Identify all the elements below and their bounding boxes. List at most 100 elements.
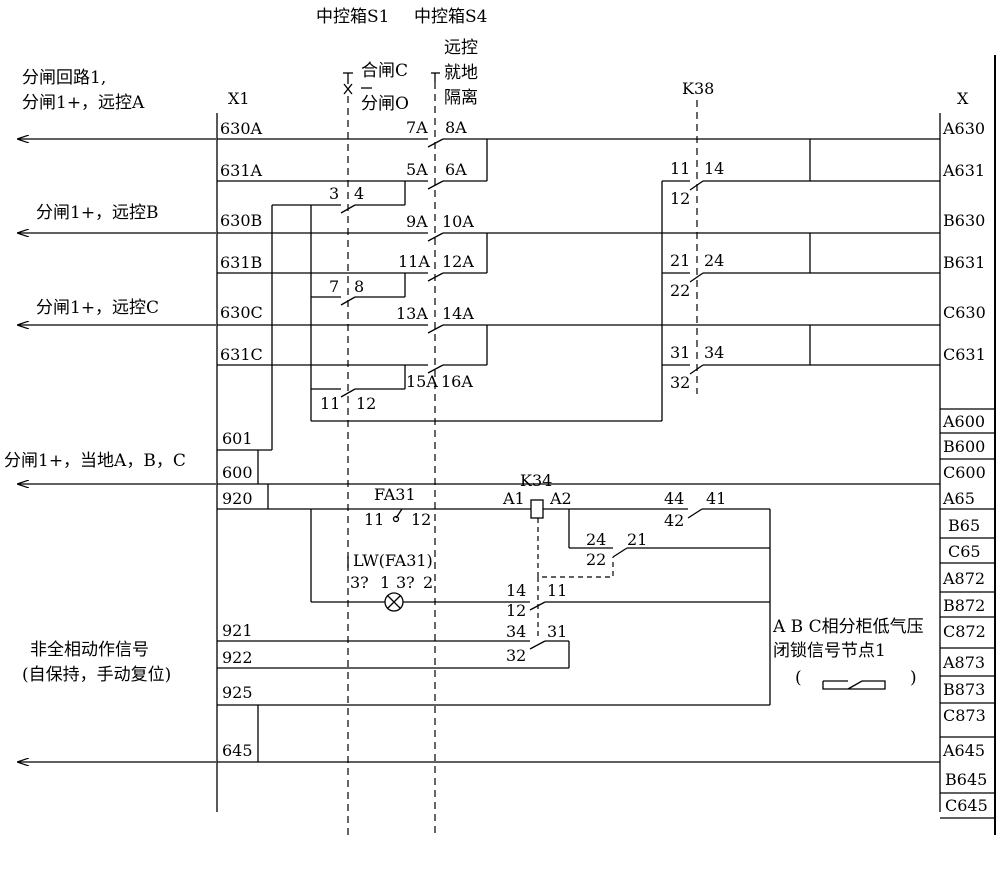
s4-contact-label: 6A	[445, 160, 467, 179]
x1-terminal: 631C	[220, 345, 263, 364]
x-terminal: B873	[943, 680, 985, 699]
k34-contact-label: 34	[506, 622, 526, 641]
s4-contact-label: 14A	[442, 304, 474, 323]
k34-contact-label: 21	[627, 530, 647, 549]
k38-contact-label: 11	[670, 159, 690, 178]
x-terminal: C630	[943, 303, 986, 322]
x1-terminal: 600	[222, 463, 253, 482]
x-terminal: A631	[942, 161, 985, 180]
pressure-note-open: (	[795, 668, 802, 688]
fa31-contact-label: 11	[364, 510, 384, 529]
k34-contact-label: 14	[506, 581, 526, 600]
k38-contact-label: 34	[704, 343, 724, 362]
s4-contact-label: 16A	[441, 372, 473, 391]
x-terminal: A645	[942, 741, 985, 760]
k34-label: K34	[520, 471, 552, 490]
s4-contact-label: 12A	[442, 252, 474, 271]
s4-contact-label: 5A	[406, 160, 428, 179]
s4-contact-label: 10A	[442, 212, 474, 231]
pressure-note: A B C相分柜低气压 闭锁信号节点1 ( )	[772, 617, 924, 688]
pressure-note-close: )	[910, 668, 917, 688]
x1-terminal: 631B	[220, 253, 262, 272]
x-label: X	[957, 89, 969, 108]
k38-contact-label: 22	[670, 281, 690, 300]
k34-contact-label: 44	[664, 489, 684, 508]
k38-contact-label: 31	[670, 343, 690, 362]
x1-terminal: 921	[222, 621, 253, 640]
x-terminal: A630	[942, 119, 985, 138]
pressure-note-line2: 闭锁信号节点1	[773, 641, 886, 661]
trip-loop-label: 分闸回路1,	[22, 68, 106, 88]
remote-label: 远控	[444, 38, 478, 58]
wiring	[217, 138, 995, 819]
x1-terminal: 645	[222, 741, 253, 760]
x1-terminal: 925	[222, 683, 253, 702]
x1-terminal: 630C	[220, 303, 263, 322]
x-terminal: C872	[943, 622, 986, 641]
x-terminal: A600	[942, 412, 985, 431]
box-s4-label: 中控箱S4	[414, 7, 487, 27]
k38-contact-label: 14	[704, 159, 724, 178]
s1-contact-label: 11	[320, 394, 340, 413]
x-terminal: C600	[943, 463, 986, 482]
k38-contact-label: 12	[670, 189, 690, 208]
k34-contact-label: 31	[547, 622, 567, 641]
lw-contact-label: 3?	[396, 573, 415, 592]
x1-terminal-labels: 630A 631A 630B 631B 630C 631C 601 600 92…	[220, 119, 263, 760]
x1-terminal: 631A	[220, 161, 263, 180]
x1-label: X1	[228, 89, 250, 108]
x-terminal: B645	[945, 770, 987, 789]
s1-contact-labels: 3 4 7 8 11 12	[320, 184, 376, 413]
lw-contact-label: 3?	[350, 573, 369, 592]
s4-contact-label: 15A	[406, 372, 438, 391]
k34-contact-label: 42	[664, 511, 684, 530]
box-s1-label: 中控箱S1	[316, 7, 389, 27]
left-arrows	[18, 139, 216, 762]
x1-terminal: 630A	[220, 119, 263, 138]
isolate-label: 隔离	[444, 88, 478, 108]
k34-contact-label: 41	[706, 489, 726, 508]
s1-contact-label: 12	[356, 394, 376, 413]
x-terminal: B630	[943, 211, 985, 230]
remote-b-label: 分闸1+，远控B	[36, 203, 159, 223]
s1-switch-symbol	[343, 72, 372, 95]
k34-contact-labels: 44 41 42 24 21 22 14 11 12 34 31 32	[506, 489, 726, 665]
k34-contact-label: 11	[547, 581, 567, 600]
k34-coil-labels: A1 A2	[502, 489, 572, 508]
k34-contact-label: 24	[586, 530, 606, 549]
k38-contact-label: 21	[670, 251, 690, 270]
x-terminal-labels: A630 A631 B630 B631 C630 C631 A600 B600 …	[942, 119, 988, 815]
fa31-label: FA31	[374, 485, 416, 504]
x-terminal: A65	[942, 489, 975, 508]
s4-contact-label: 9A	[406, 212, 428, 231]
s4-contact-label: 11A	[398, 252, 430, 271]
s4-contact-label: 7A	[406, 118, 428, 137]
lw-label: LW(FA31)	[353, 551, 433, 570]
fa31-contact-label: 12	[411, 510, 431, 529]
x1-terminal: 601	[222, 429, 253, 448]
x1-terminal: 920	[222, 489, 253, 508]
lw-contact-label: 1	[380, 573, 390, 592]
s1-contact-label: 7	[329, 277, 339, 296]
x-terminal: C873	[943, 706, 986, 725]
fa31-labels: FA31 11 12	[364, 485, 431, 529]
local-label: 就地	[444, 63, 478, 83]
pressure-note-line1: A B C相分柜低气压	[772, 617, 924, 637]
k34-contact-label: 32	[506, 646, 526, 665]
s4-contact-label: 13A	[396, 304, 428, 323]
close-c-label: 合闸C	[361, 61, 408, 81]
k38-contact-labels: 11 14 12 21 24 22 31 34 32	[670, 159, 724, 392]
s1-contact-label: 4	[354, 184, 364, 203]
s4-contact-labels: 7A 8A 5A 6A 9A 10A 11A 12A 13A 14A 15A 1…	[396, 118, 474, 391]
nonfull-phase-label: 非全相动作信号	[30, 640, 149, 660]
x-terminal: C65	[948, 542, 981, 561]
x-terminal: A872	[942, 569, 985, 588]
x-terminal: C645	[945, 796, 988, 815]
x-terminal: B65	[948, 516, 980, 535]
x-terminal: B631	[943, 253, 985, 272]
lw-contact-label: 2	[423, 573, 433, 592]
s1-contact-label: 3	[329, 184, 339, 203]
k38-contact-label: 24	[704, 251, 724, 270]
